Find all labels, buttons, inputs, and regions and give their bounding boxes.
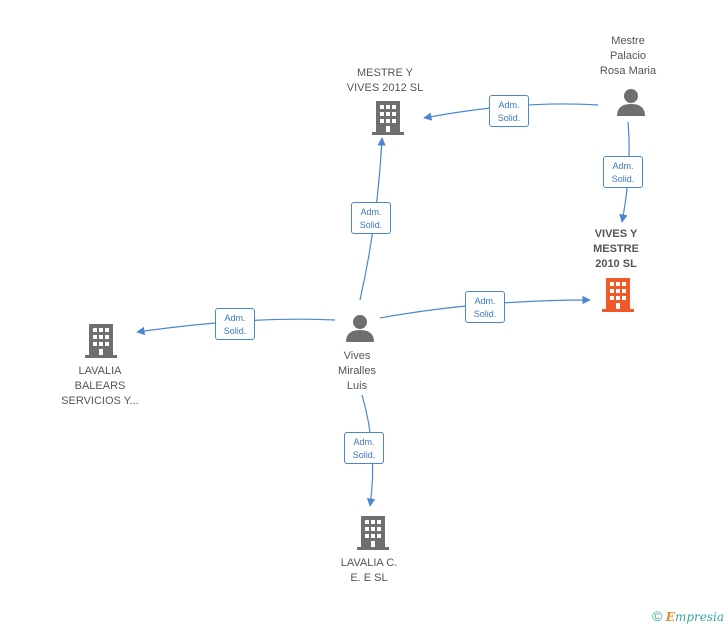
edge-label-palacio-to-2010: Adm. Solid. [603, 156, 643, 188]
building-icon[interactable] [85, 324, 117, 358]
brand-name: mpresia [674, 610, 724, 624]
person-label-mestre-palacio[interactable]: Mestre Palacio Rosa Maria [599, 35, 657, 77]
person-icon[interactable] [617, 89, 645, 116]
brand-initial: E [665, 610, 675, 624]
copyright-icon: © [652, 608, 663, 624]
edge-label-miralles-to-2012: Adm. Solid. [351, 202, 391, 234]
building-icon[interactable] [372, 101, 404, 135]
edge-label-miralles-to-2010: Adm. Solid. [465, 291, 505, 323]
company-label-mestre-vives-2012[interactable]: MESTRE Y VIVES 2012 SL [346, 67, 424, 94]
edge-label-miralles-to-balears: Adm. Solid. [215, 308, 255, 340]
company-label-lavalia-ce[interactable]: LAVALIA C. E. E SL [340, 557, 398, 584]
building-icon[interactable] [602, 278, 634, 312]
company-label-lavalia-balears[interactable]: LAVALIA BALEARS SERVICIOS Y... [61, 365, 139, 407]
building-icon[interactable] [357, 516, 389, 550]
person-label-vives-miralles[interactable]: Vives Miralles Luis [338, 350, 376, 392]
empresia-logo: © Empresia [652, 608, 724, 624]
company-label-vives-mestre-2010[interactable]: VIVES Y MESTRE 2010 SL [593, 228, 639, 270]
edge-label-palacio-to-2012: Adm. Solid. [489, 95, 529, 127]
edge-label-miralles-to-ce: Adm. Solid. [344, 432, 384, 464]
person-icon[interactable] [346, 315, 374, 342]
